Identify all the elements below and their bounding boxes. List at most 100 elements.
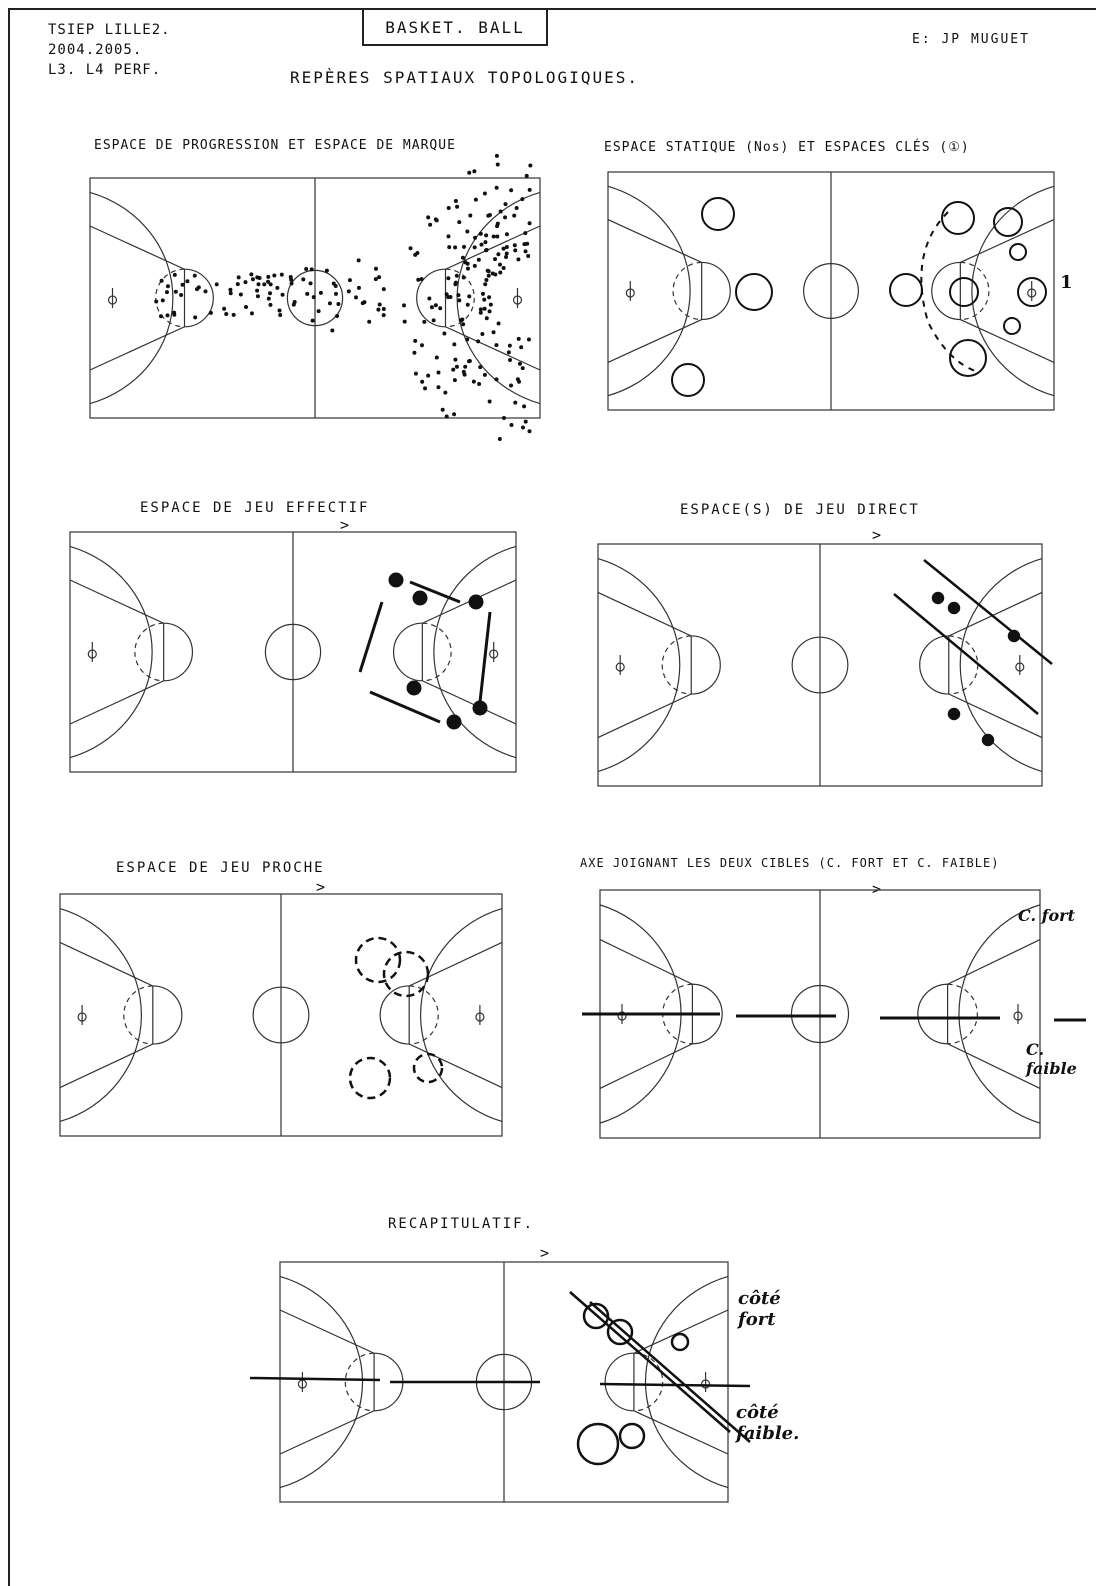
dot (484, 233, 488, 237)
player-dot (983, 735, 993, 745)
player-circle (890, 274, 922, 306)
player-dot (408, 682, 420, 694)
free-throw-arc-dashed-right (422, 623, 451, 681)
dot (427, 296, 431, 300)
close-play-circle (384, 952, 428, 996)
dot (309, 281, 313, 285)
dot (446, 295, 450, 299)
dot (473, 245, 477, 249)
dot (468, 213, 472, 217)
note-cote-faible-recap: côté faible. (736, 1402, 806, 1444)
free-throw-arc-left (164, 623, 193, 681)
dot (505, 232, 509, 236)
dot (362, 300, 366, 304)
player-circle (942, 202, 974, 234)
school-line-1: TSIEP LILLE2. (48, 20, 171, 40)
dot (334, 292, 338, 296)
dot (328, 301, 332, 305)
dot (243, 280, 247, 284)
dot (488, 400, 492, 404)
dot (312, 295, 316, 299)
dot (521, 366, 525, 370)
recap-marks (250, 1292, 750, 1464)
dot (492, 234, 496, 238)
dot (446, 234, 450, 238)
player-dot (474, 702, 486, 714)
dot (332, 281, 336, 285)
dot (239, 293, 243, 297)
dot (443, 391, 447, 395)
dot (413, 339, 417, 343)
dot (172, 313, 176, 317)
player-dot (470, 596, 482, 608)
dot (477, 382, 481, 386)
dot (154, 299, 158, 303)
key-left (60, 942, 153, 1087)
dot (503, 202, 507, 206)
dot (526, 254, 530, 258)
dot (422, 320, 426, 324)
dot (483, 373, 487, 377)
dot (354, 295, 358, 299)
dot (465, 230, 469, 234)
dot (430, 305, 434, 309)
dot (179, 293, 183, 297)
dot (496, 252, 500, 256)
dot (434, 217, 438, 221)
player-dot (949, 603, 959, 613)
free-throw-arc-dashed-left (124, 986, 153, 1044)
dot (483, 191, 487, 195)
dot (463, 365, 467, 369)
player-circle (1010, 244, 1026, 260)
dot (517, 337, 521, 341)
dot (453, 378, 457, 382)
dot (509, 423, 513, 427)
three-point-arc-left (598, 559, 680, 772)
dot (174, 290, 178, 294)
dot (452, 412, 456, 416)
player-dot (933, 593, 943, 603)
dot (423, 386, 427, 390)
three-point-arc-right (645, 1276, 728, 1487)
dot (281, 293, 285, 297)
dot (527, 338, 531, 342)
dot (275, 286, 279, 290)
dot (528, 429, 532, 433)
dot (289, 278, 293, 282)
school-line-3: L3. L4 PERF. (48, 60, 171, 80)
court-lines (608, 172, 1054, 410)
player-circle (620, 1424, 644, 1448)
caption-proche: ESPACE DE JEU PROCHE (116, 860, 325, 876)
three-point-arc-left (608, 186, 690, 395)
marker-label-1: 1 (1060, 272, 1073, 293)
dot (268, 291, 272, 295)
dot (426, 374, 430, 378)
dot (460, 317, 464, 321)
free-throw-arc-left (702, 262, 731, 319)
dot (515, 206, 519, 210)
dot (262, 282, 266, 286)
dot (301, 277, 305, 281)
dot (487, 295, 491, 299)
author: E: JP MUGUET (912, 32, 1030, 47)
dot (484, 248, 488, 252)
dot (485, 316, 489, 320)
dot (357, 286, 361, 290)
effectif-marks (360, 574, 490, 728)
dot (229, 291, 233, 295)
dot (461, 322, 465, 326)
court-svg (60, 894, 502, 1136)
dot (292, 303, 296, 307)
player-dot (1009, 631, 1019, 641)
player-circle (736, 274, 772, 310)
player-circle (1004, 318, 1020, 334)
proche-marks (350, 938, 442, 1098)
dot (203, 289, 207, 293)
dot (266, 275, 270, 279)
dot (185, 279, 189, 283)
dot (374, 277, 378, 281)
dot (272, 274, 276, 278)
arrow-recap: > (540, 1244, 551, 1262)
court-recap (280, 1262, 728, 1502)
dot (224, 312, 228, 316)
